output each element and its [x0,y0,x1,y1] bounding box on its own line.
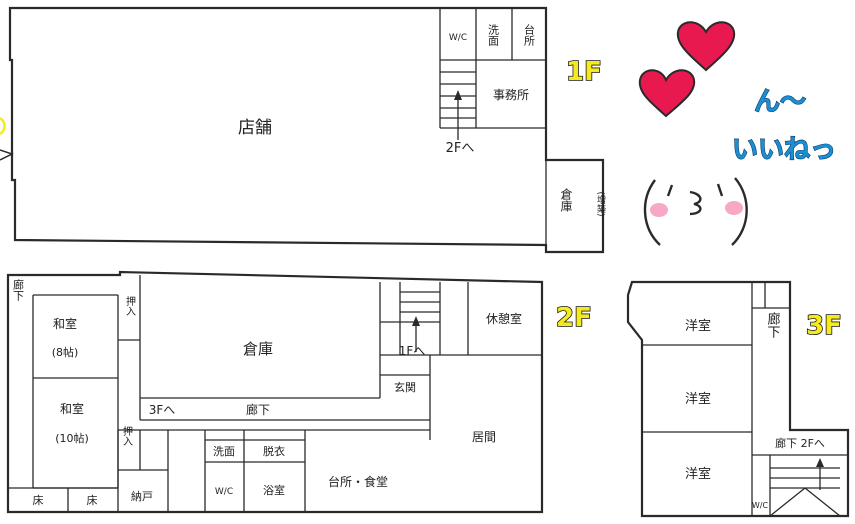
stair-2f [400,282,441,355]
corridor-label-3f: 廊下 [765,311,781,338]
entrance-label: 玄関 [394,380,416,394]
arrow-icon [0,116,14,161]
western-room2-label: 洋室 [685,391,711,407]
rest-room-label: 休憩室 [486,311,522,326]
japanese-room1-label: 和室 [53,316,77,331]
caption-line2: いいねっ [732,135,836,165]
2f-outline [6,270,544,514]
stair-label-2f: 1Fへ [399,344,426,358]
wc-label-1f: W/C [449,33,467,43]
wc-label-3f: W/C [752,501,769,510]
washroom-label-2f: 洗面 [213,445,235,458]
washroom-label-1f: 洗面 [487,24,500,46]
japanese-room1-size: (8帖) [52,346,79,359]
pantry-label: 納戸 [131,490,153,503]
floor-plan-1f: 店舗 W/C 洗面 台所 事務所 倉庫 (増築) 2Fへ [8,6,606,254]
office-label: 事務所 [493,88,529,102]
corridor-stair-label: 廊下 2Fへ [775,436,825,450]
wc-label-2f: W/C [215,487,233,497]
store-label: 店舗 [238,118,272,138]
japanese-room2-label: 和室 [60,401,84,416]
store-outline [8,6,605,254]
living-room-label: 居間 [472,430,496,444]
alcove1-label: 床 [33,493,44,507]
bath-label: 浴室 [263,483,285,497]
storage-label-1f: 倉庫 [559,187,573,213]
kitchen-dining-label: 台所・食堂 [328,474,388,489]
floor-plan-3f: 洋室 洋室 洋室 廊下 廊下 2Fへ W/C [626,280,850,518]
floor-plan-2f: 廊下 和室 (8帖) 和室 (10帖) 押入 押入 倉庫 休憩室 1Fへ 玄関 … [6,270,544,514]
stair-3f [769,455,841,517]
3f-outline [626,280,850,518]
closet1-label: 押入 [124,295,136,316]
storage-note-label: (増築) [595,191,606,216]
western-room3-label: 洋室 [685,466,711,482]
storage-label-2f: 倉庫 [243,340,273,358]
kitchen-label-1f: 台所 [523,23,536,47]
heart-icon [676,21,736,72]
closet2-label: 押入 [121,425,133,446]
japanese-room2-size: (10帖) [55,432,89,445]
changing-room-label: 脱衣 [263,444,285,458]
corridor-left-label: 廊下 [12,278,25,302]
stair-1f [440,71,476,140]
heart-icon [638,69,696,118]
corridor-label-2f: 廊下 [246,402,270,417]
alcove2-label: 床 [87,493,98,507]
caption-line1: ん～ [754,87,806,117]
floor-label-3f: 3F [806,311,842,341]
western-room1-label: 洋室 [685,318,711,334]
floor-label-1f: 1F [566,57,602,87]
face-icon [643,177,748,246]
to-3f-label: 3Fへ [149,403,176,417]
stair-label-1f: 2Fへ [446,141,475,156]
floor-label-2f: 2F [556,303,592,333]
